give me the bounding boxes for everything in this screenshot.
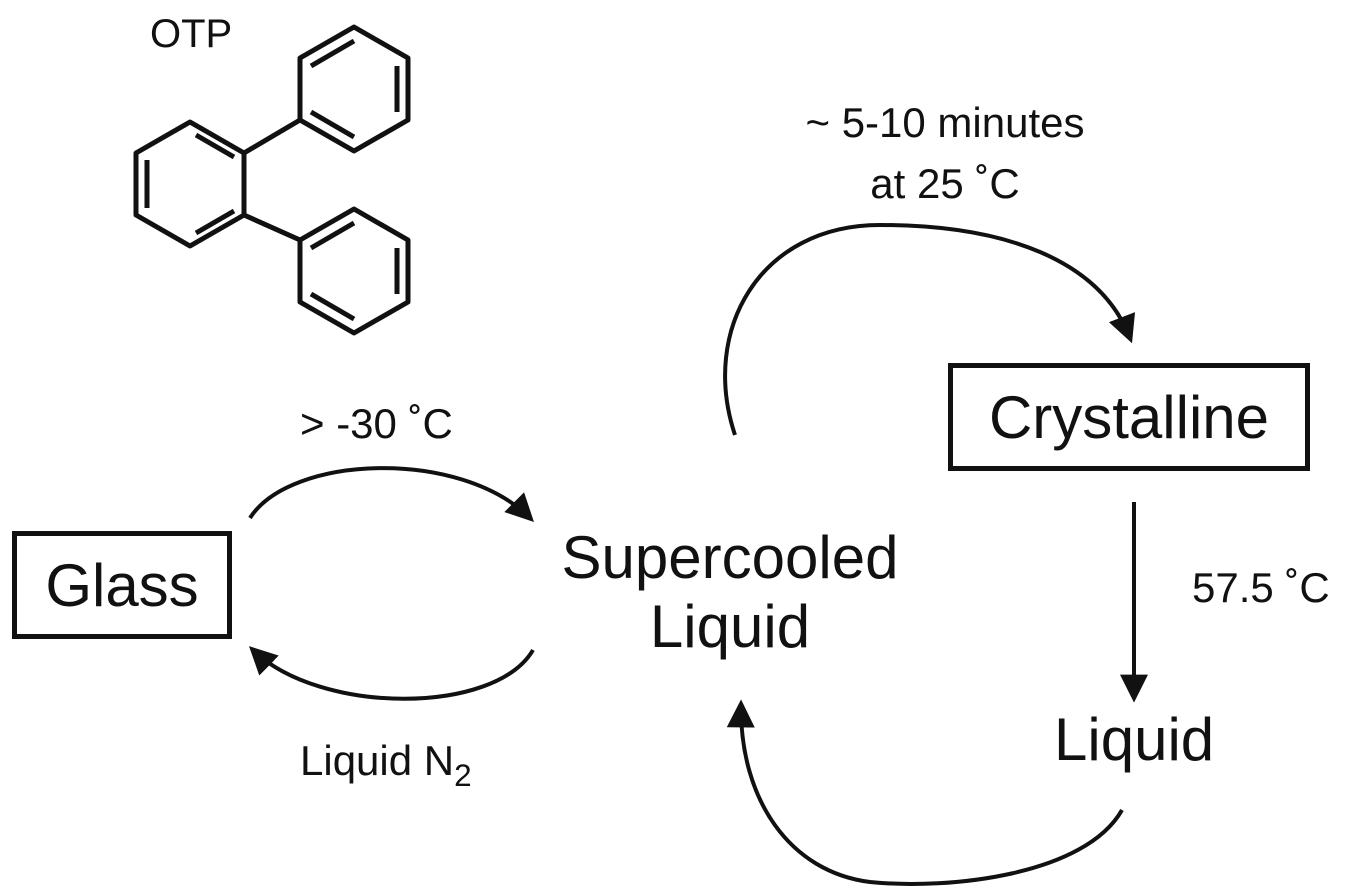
- arrow-liquid-to-supercooled: [726, 699, 1124, 886]
- melting-point-label: 57.5 ˚C: [1192, 564, 1330, 611]
- molecule-label: OTP: [150, 12, 233, 56]
- arrow-glass-to-supercooled: [248, 466, 534, 522]
- supercooled-label-line2: Liquid: [649, 593, 811, 660]
- arrow-supercooled-to-glass: [248, 646, 535, 701]
- glass-label: Glass: [45, 551, 199, 619]
- supercooled-liquid-label: Supercooled Liquid: [546, 523, 914, 661]
- liquid-n2-subscript: 2: [454, 757, 472, 794]
- glass-to-supercooled-condition: > -30 ˚C: [300, 400, 453, 447]
- glass-box: Glass: [12, 531, 232, 639]
- liquid-n2-text: Liquid N: [300, 737, 455, 784]
- crystalline-label: Crystalline: [988, 383, 1270, 451]
- supercooled-to-glass-condition: Liquid N2: [300, 737, 472, 791]
- otp-structure: [133, 24, 411, 336]
- liquid-label: Liquid: [1054, 706, 1215, 773]
- crystallization-temperature: at 25 ˚C: [870, 159, 1020, 207]
- supercooled-label-line1: Supercooled: [561, 524, 899, 591]
- supercooled-to-crystalline-condition: ~ 5-10 minutes at 25 ˚C: [760, 93, 1130, 215]
- crystalline-box: Crystalline: [948, 363, 1310, 471]
- arrow-supercooled-to-crystalline: [723, 222, 1136, 436]
- crystallization-time: ~ 5-10 minutes: [805, 99, 1085, 146]
